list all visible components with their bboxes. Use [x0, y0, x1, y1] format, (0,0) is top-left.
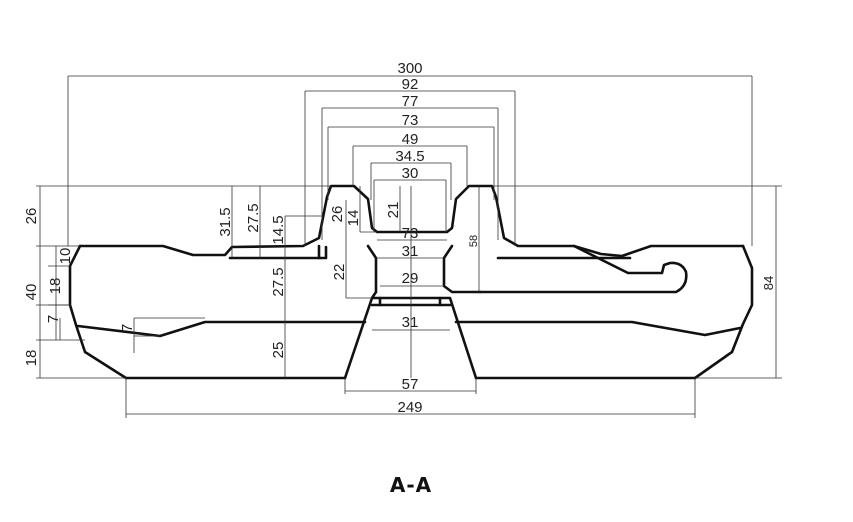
dim-7-b: 7 — [119, 324, 136, 332]
dim-34-5: 34.5 — [395, 148, 424, 165]
dimension-lines — [36, 75, 782, 418]
dim-14: 14 — [345, 210, 362, 227]
section-title: A-A — [390, 473, 432, 497]
dim-31-lower: 31 — [402, 314, 419, 331]
dim-10: 10 — [57, 248, 74, 265]
dim-29: 29 — [402, 270, 419, 287]
dim-77: 77 — [402, 93, 419, 110]
dim-22: 22 — [331, 264, 348, 281]
dim-18-a: 18 — [47, 278, 64, 295]
dim-300: 300 — [397, 60, 422, 77]
dim-84: 84 — [761, 276, 776, 290]
dim-249: 249 — [397, 399, 422, 416]
dim-25: 25 — [270, 342, 287, 359]
dim-27-5-top: 27.5 — [245, 203, 262, 232]
dimension-labels: 300 92 77 73 49 34.5 30 73 31 29 31 57 2… — [23, 60, 776, 416]
dim-58: 58 — [468, 235, 480, 247]
dim-49: 49 — [402, 131, 419, 148]
dim-18-b: 18 — [23, 350, 40, 367]
dim-31-5: 31.5 — [217, 207, 234, 236]
dim-21: 21 — [385, 202, 402, 219]
dim-30: 30 — [402, 165, 419, 182]
dim-31-upper: 31 — [402, 243, 419, 260]
dim-92: 92 — [402, 76, 419, 93]
dim-27-5-mid: 27.5 — [270, 267, 287, 296]
dim-7-a: 7 — [45, 315, 62, 323]
dim-40: 40 — [23, 284, 40, 301]
dim-26-center: 26 — [329, 206, 346, 223]
dim-26-left: 26 — [23, 208, 40, 225]
dim-14-5: 14.5 — [270, 215, 287, 244]
dim-73-top: 73 — [402, 112, 419, 129]
dim-57: 57 — [402, 376, 419, 393]
dim-73-mid: 73 — [402, 225, 419, 242]
